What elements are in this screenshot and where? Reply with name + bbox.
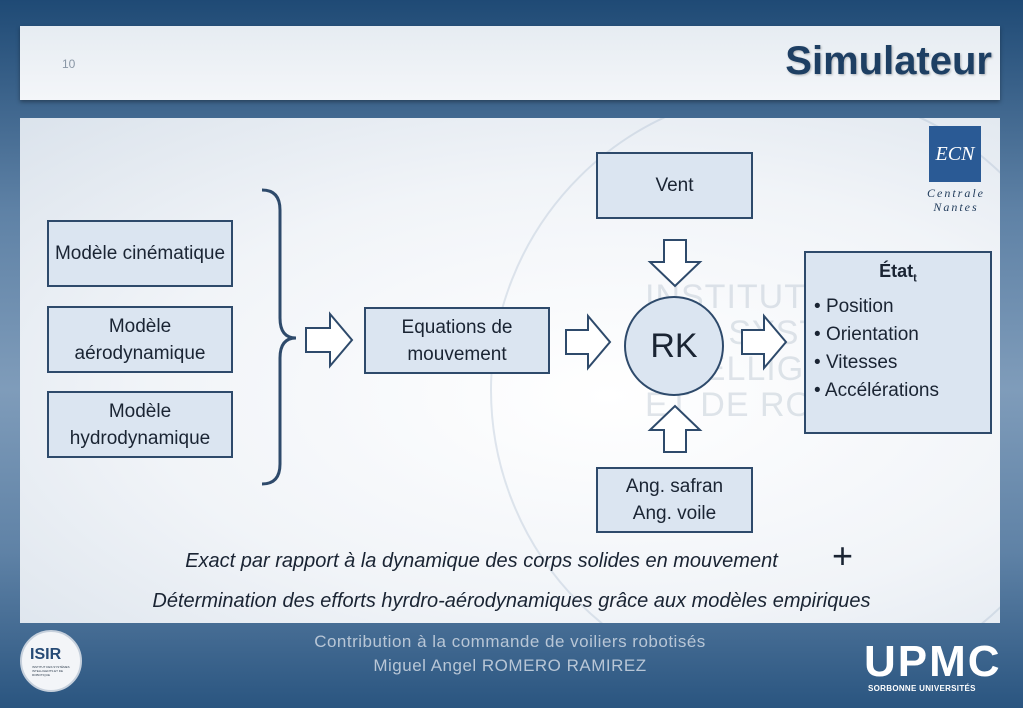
ecn-logo-text: Centrale Nantes <box>927 186 985 214</box>
state-subscript: t <box>913 272 917 285</box>
rk-node: RK <box>624 296 724 396</box>
arrow-rk-to-state <box>741 313 788 371</box>
brace <box>261 188 297 486</box>
angle-voile-label: Ang. voile <box>632 503 717 524</box>
caption-line-1: Exact par rapport à la dynamique des cor… <box>185 550 778 572</box>
upmc-logo-subtitle: SORBONNE UNIVERSITÉS <box>868 684 976 693</box>
footer-author: Miguel Angel ROMERO RAMIREZ <box>373 656 647 675</box>
state-item: Orientation <box>814 321 990 349</box>
state-item: Accélérations <box>814 377 990 405</box>
arrow-vent-to-rk <box>647 239 703 288</box>
model-aerodynamic-box: Modèle aérodynamique <box>47 306 233 373</box>
slide-header: 10 Simulateur <box>20 26 1000 100</box>
state-item: Position <box>814 293 990 321</box>
upmc-logo: UPMC <box>864 637 1002 686</box>
plus-sign: + <box>832 535 854 576</box>
state-list: Position Orientation Vitesses Accélérati… <box>806 293 990 405</box>
model-kinematic-box: Modèle cinématique <box>47 220 233 287</box>
isir-logo: ISIR INSTITUT DES SYSTÈMES INTELLIGENTS … <box>20 630 82 692</box>
state-item: Vitesses <box>814 349 990 377</box>
angle-safran-label: Ang. safran <box>625 476 724 497</box>
angles-box: Ang. safran Ang. voile <box>596 467 753 533</box>
slide-title: Simulateur <box>785 39 992 83</box>
vent-box: Vent <box>596 152 753 219</box>
arrow-angles-to-rk <box>647 404 703 453</box>
state-title: Étatt <box>879 261 917 285</box>
caption-line-2: Détermination des efforts hyrdro-aérodyn… <box>152 590 871 612</box>
arrow-brace-to-equations <box>305 311 354 369</box>
slide-number: 10 <box>62 57 76 71</box>
arrow-equations-to-rk <box>565 313 612 371</box>
model-hydrodynamic-box: Modèle hydrodynamique <box>47 391 233 458</box>
state-box: Étatt Position Orientation Vitesses Accé… <box>804 251 992 434</box>
ecn-logo: ECN <box>929 126 981 182</box>
footer-title: Contribution à la commande de voiliers r… <box>314 632 706 651</box>
equations-box: Equations de mouvement <box>364 307 550 374</box>
